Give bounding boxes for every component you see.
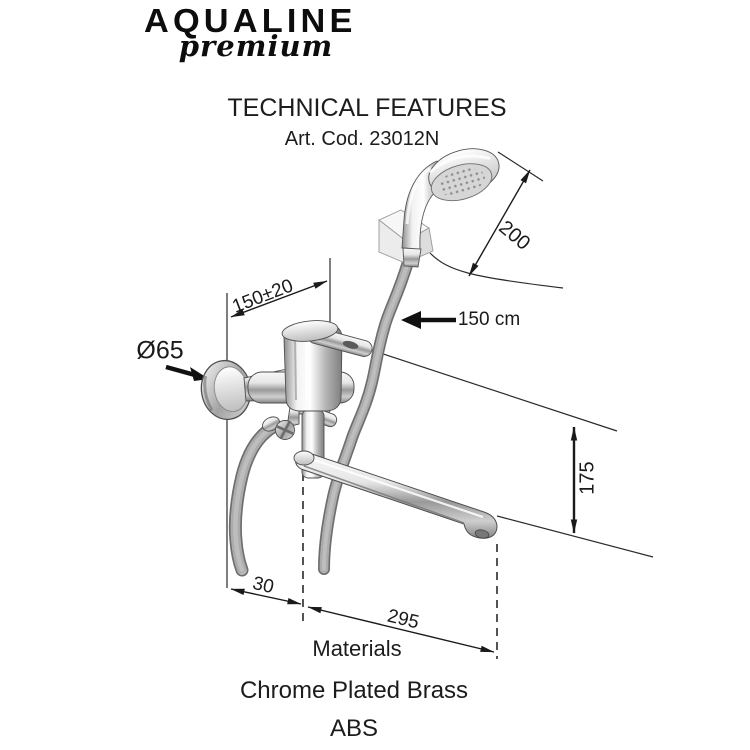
materials-title: Materials <box>312 636 402 661</box>
spout-outlet <box>474 529 490 539</box>
dim-150-20-line <box>230 280 328 318</box>
dashed-reference-lines <box>302 473 498 659</box>
hose-length-arrow <box>401 311 456 329</box>
dim-295-line <box>307 606 495 653</box>
dim-200-line <box>468 169 531 277</box>
extension-lines <box>226 151 654 588</box>
dimension-lines <box>230 169 578 653</box>
dim-label-hose-length: 150 cm <box>457 309 521 330</box>
brand-logo-sub: premium <box>178 29 334 63</box>
dim-label-spout-drop: 175 <box>576 461 599 495</box>
page-title: TECHNICAL FEATURES <box>227 94 507 122</box>
hand-shower <box>378 148 500 268</box>
materials-item-abs: ABS <box>329 715 379 742</box>
spout <box>293 450 498 539</box>
dim-label-flange-diameter: Ø65 <box>136 336 184 365</box>
shower-hose-lower-run <box>228 420 280 577</box>
materials-item-brass: Chrome Plated Brass <box>239 677 469 704</box>
brand-logo: AQUALINE <box>144 2 357 39</box>
shower-hose-upper-run <box>318 256 414 575</box>
dim-30-line <box>230 588 302 605</box>
spout-joint <box>293 450 315 466</box>
article-code: Art. Cod. 23012N <box>284 128 440 150</box>
faucet-body <box>200 320 373 479</box>
